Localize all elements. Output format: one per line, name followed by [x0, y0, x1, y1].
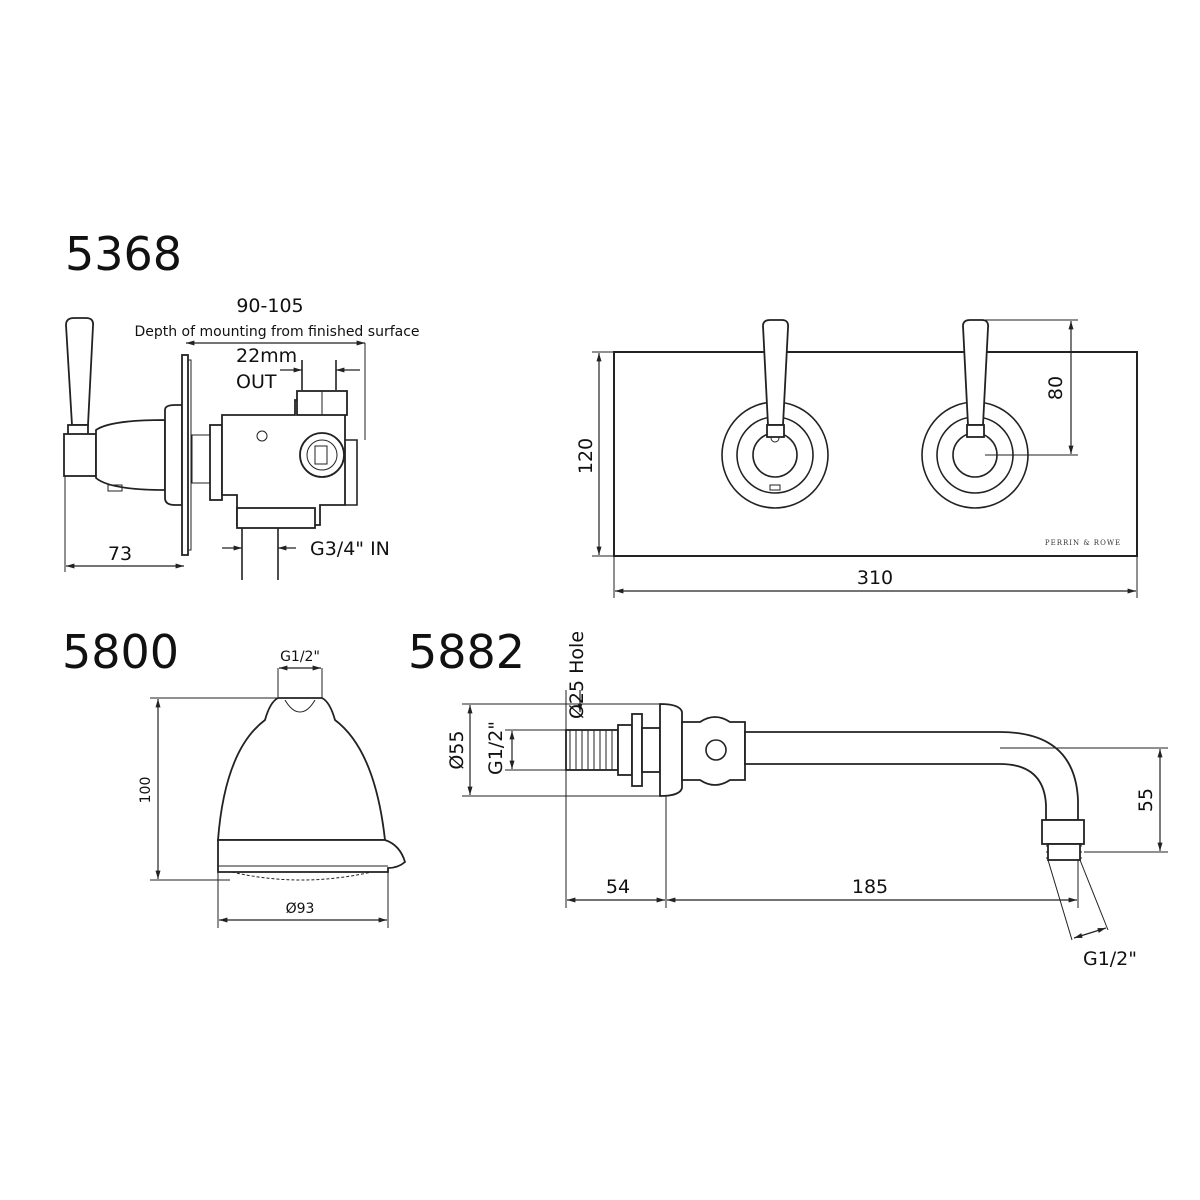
head-height-label: 100	[138, 777, 154, 804]
outlet-size-label: 22mm	[236, 345, 297, 367]
arm-drop-label: 55	[1135, 788, 1157, 812]
mounting-depth-label: 90-105	[236, 295, 303, 317]
shower-head	[217, 697, 407, 881]
shower-arm	[565, 703, 1085, 861]
product-code-5368: 5368	[65, 227, 182, 281]
inlet-label: G3/4" IN	[310, 538, 390, 560]
valve-side-view	[63, 317, 358, 580]
plate-width-label: 310	[857, 567, 893, 589]
head-thread-label: G1/2"	[280, 649, 320, 665]
head-diameter-label: Ø93	[286, 901, 315, 917]
lever-right	[921, 319, 1029, 509]
brand-logo: Perrin & Rowe	[1045, 539, 1121, 547]
arm-thread-out-label: G1/2"	[1083, 948, 1137, 970]
flange-diameter-label: Ø55	[446, 730, 468, 769]
wall-depth-label: 54	[606, 876, 630, 898]
brand-logo-text: Perrin & Rowe	[1045, 539, 1121, 547]
product-code-5800: 5800	[62, 625, 179, 679]
shower-arm-dimensions: Ø55 G1/2" Ø25 Hole 54 185 55 G1/2"	[446, 631, 1168, 970]
hole-label: Ø25 Hole	[566, 631, 588, 719]
outlet-label: OUT	[236, 371, 277, 393]
plate-height-label: 120	[575, 438, 597, 474]
plate-dimensions: 120 310 80	[575, 319, 1138, 598]
shower-head-dimensions: G1/2" 100 Ø93	[138, 649, 389, 928]
lever-left	[721, 319, 829, 509]
arm-thread-in-label: G1/2"	[485, 721, 507, 775]
projection-label: 73	[108, 543, 132, 565]
arm-length-label: 185	[852, 876, 888, 898]
product-code-5882: 5882	[408, 625, 525, 679]
valve-dimensions: 90-105 Depth of mounting from finished s…	[64, 295, 420, 572]
valve-front-plate: Perrin & Rowe	[613, 319, 1138, 557]
lever-height-label: 80	[1045, 376, 1067, 400]
mounting-depth-note: Depth of mounting from finished surface	[134, 324, 419, 340]
